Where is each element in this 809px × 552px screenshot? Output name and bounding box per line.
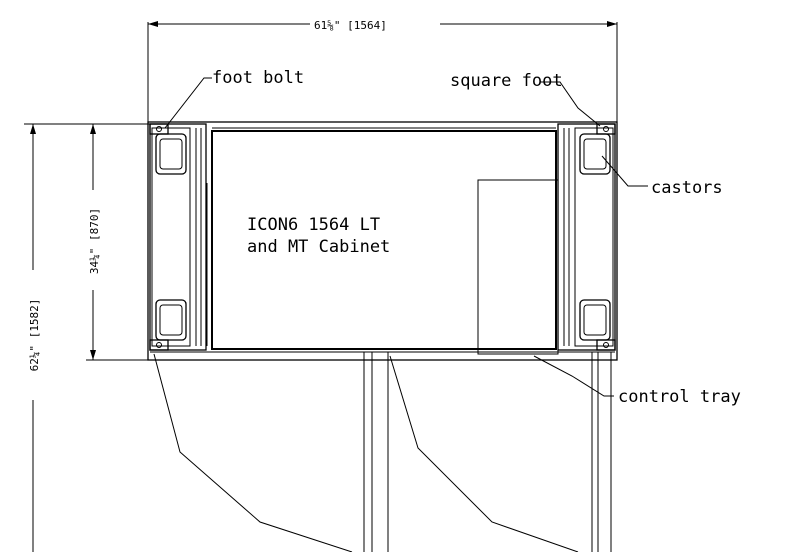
overall-width-label: 61⅝" [1564] — [314, 19, 387, 32]
right-bottom-square-foot — [596, 339, 616, 351]
cabinet-title-line-2: and MT Cabinet — [247, 237, 390, 257]
right-bottom-castor — [579, 299, 611, 341]
foot-bolt-leader — [164, 77, 212, 129]
cabinet-depth-label: 34¼" [870] — [88, 208, 101, 274]
foot-bolt-label: foot bolt — [212, 68, 304, 88]
right-foot-rail — [557, 123, 616, 351]
right-top-square-foot — [596, 123, 616, 135]
control-tray-label: control tray — [618, 387, 741, 407]
left-top-square-foot — [149, 123, 169, 135]
cabinet-title-line-1: ICON6 1564 LT — [247, 215, 380, 235]
left-bottom-castor — [155, 299, 187, 341]
control-tray-leader — [533, 355, 614, 397]
square-foot-label: square foot — [450, 71, 563, 91]
castors-label: castors — [651, 178, 723, 198]
leader-lines — [164, 77, 648, 397]
square-foot-leader — [540, 81, 601, 127]
left-foot-rail — [149, 123, 207, 351]
right-top-castor — [579, 133, 611, 175]
overall-depth-label: 62¼" [1582] — [28, 299, 41, 372]
castors-leader — [601, 155, 648, 187]
overall-outline — [147, 121, 618, 361]
left-top-castor — [155, 133, 187, 175]
overall-width-dimension: 61⅝" [1564] — [147, 19, 618, 122]
cabinet-depth-dimension: 34¼" [870] — [86, 123, 150, 361]
control-tray — [477, 179, 559, 355]
left-bottom-square-foot — [149, 339, 169, 351]
stand-lines — [150, 351, 615, 552]
overall-depth-dimension: 62¼" [1582] — [24, 123, 150, 552]
cabinet-body — [206, 127, 557, 350]
